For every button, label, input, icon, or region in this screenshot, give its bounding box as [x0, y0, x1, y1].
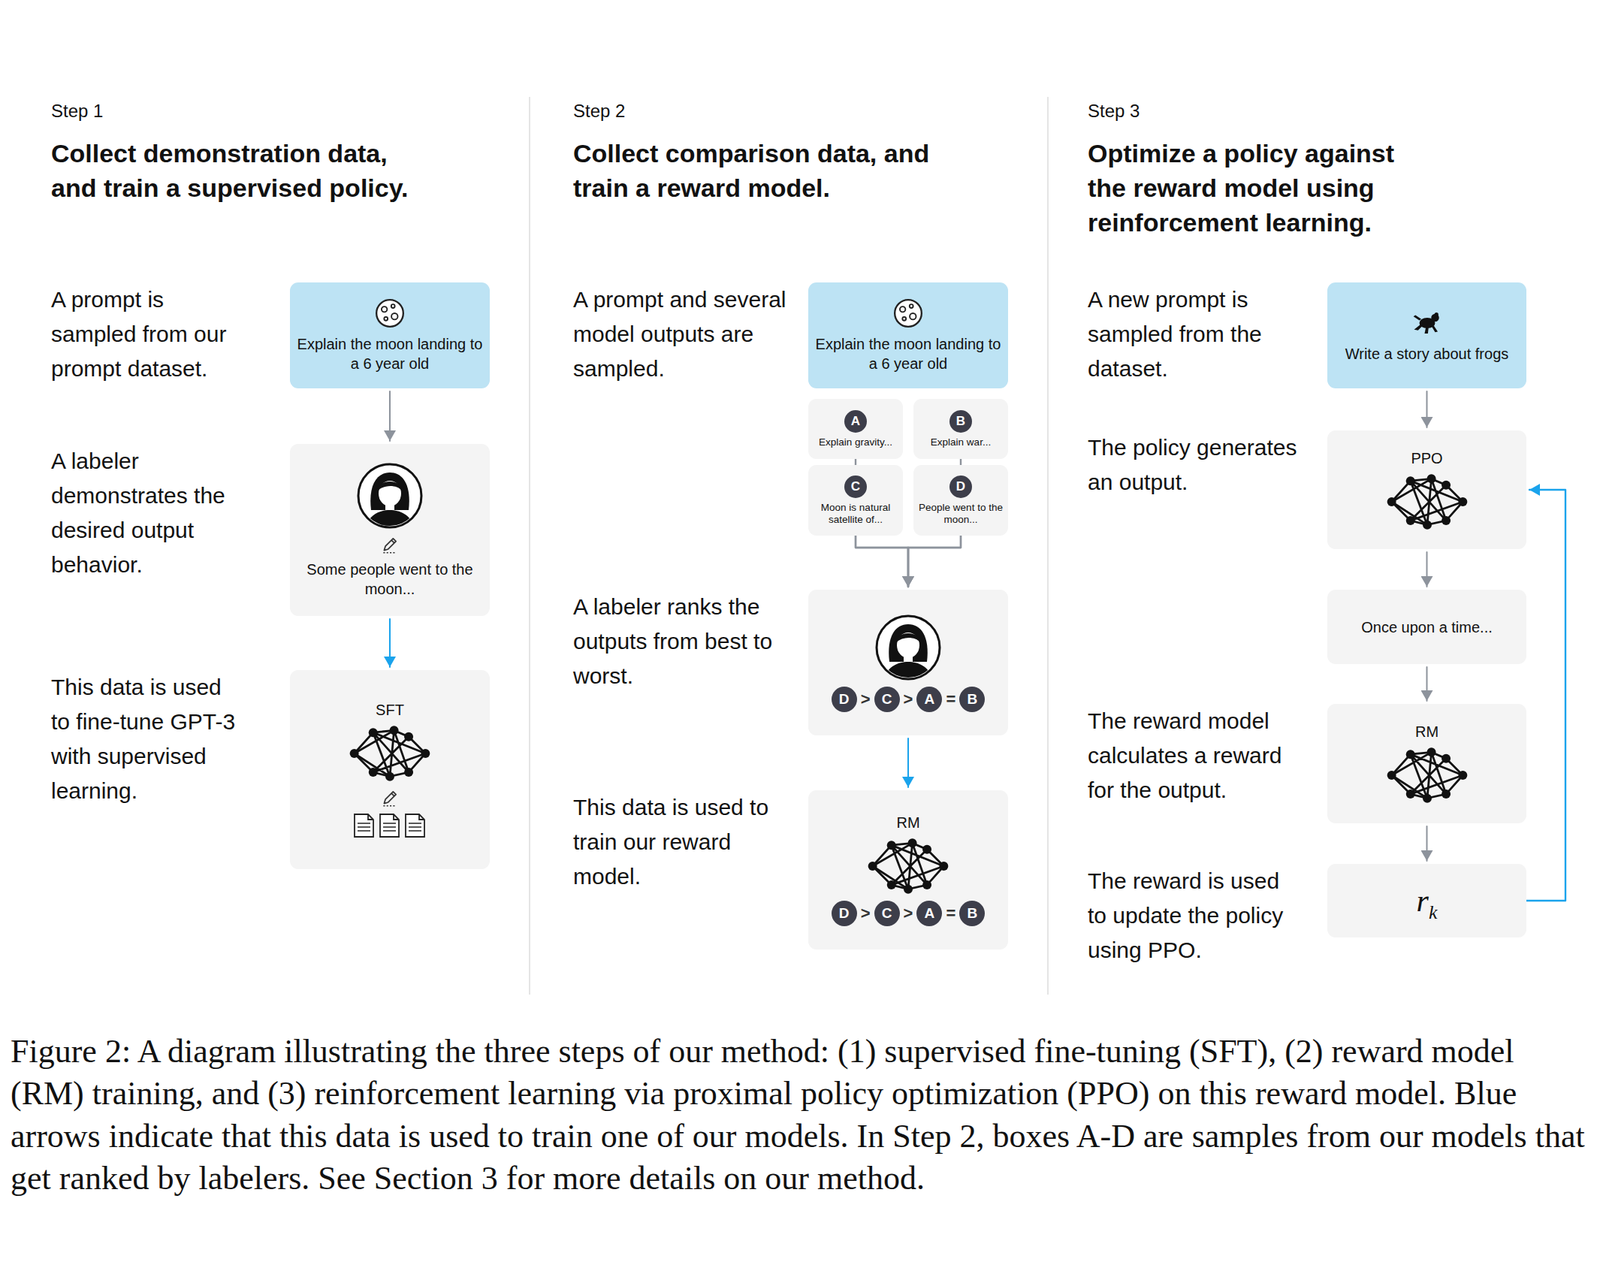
model-box: RM [1327, 703, 1527, 824]
flow-arrow [1426, 826, 1428, 861]
rank-operator: > [903, 903, 914, 924]
sample-badge: D [831, 900, 858, 927]
ranking-box: D>C>A=B [808, 589, 1009, 736]
prompt-text: Explain the moon landing to a 6 year old [814, 334, 1003, 374]
sample-badge: B [959, 900, 985, 927]
prompt-text: Write a story about frogs [1345, 344, 1510, 364]
reward-subscript: k [1428, 901, 1438, 924]
flow-arrow [1526, 489, 1566, 901]
bracket-connector [855, 535, 909, 587]
output-box: Once upon a time... [1327, 589, 1527, 665]
column-divider [1047, 96, 1049, 995]
labeler-avatar [874, 613, 942, 682]
model-name: RM [896, 813, 920, 832]
step-label: Step 3 [1087, 99, 1464, 123]
step-description: A labeler demonstrates the desired outpu… [51, 443, 247, 583]
sample-badge: A [844, 410, 867, 433]
labeler-box: Some people went to the moon... [289, 443, 490, 616]
flow-arrow [907, 738, 909, 788]
sample-badge: C [844, 475, 867, 499]
neural-net-icon [1385, 472, 1470, 532]
model-box: SFT [289, 670, 490, 870]
sample-text: Explain war... [930, 436, 991, 449]
step-description: A new prompt is sampled from the dataset… [1087, 282, 1299, 387]
step-description: The reward model calculates a reward for… [1087, 703, 1299, 808]
step-description: This data is used to train our reward mo… [573, 790, 791, 894]
flow-arrow [1426, 667, 1428, 701]
sample-badge: A [916, 686, 942, 713]
step-heading: Optimize a policy against the reward mod… [1087, 135, 1419, 240]
sample-badge: C [874, 900, 900, 927]
model-box: PPO [1327, 430, 1527, 550]
output-text: Once upon a time... [1361, 617, 1493, 637]
step-description: A prompt is sampled from our prompt data… [51, 282, 247, 387]
sample-badge: B [949, 410, 973, 433]
labeler-avatar [356, 461, 424, 530]
demonstration-text: Some people went to the moon... [295, 559, 484, 599]
sample-badge: C [874, 686, 900, 713]
pencil-icon [380, 534, 400, 555]
reward-symbol-r: r [1416, 882, 1429, 919]
step-heading: Collect demonstration data, and train a … [51, 135, 427, 206]
neural-net-icon [347, 724, 432, 783]
sample-box: B Explain war... [913, 398, 1009, 459]
flow-arrow [1426, 391, 1428, 428]
rank-operator: > [860, 689, 871, 710]
reward-symbol: rk [1416, 882, 1438, 919]
flow-arrow [389, 391, 391, 441]
reward-box: rk [1327, 863, 1527, 938]
sample-badge: D [949, 475, 973, 499]
step-description: A prompt and several model outputs are s… [573, 282, 791, 387]
sample-box: DPeople went to the moon... [913, 464, 1009, 536]
sample-badge: D [831, 686, 858, 713]
ranking-row: D>C>A=B [831, 900, 986, 927]
column-divider [528, 96, 531, 995]
figure-caption: Figure 2: A diagram illustrating the thr… [10, 1030, 1588, 1200]
sample-box: A Explain gravity... [808, 398, 903, 459]
model-name: SFT [375, 700, 405, 719]
pencil-icon [380, 787, 400, 808]
step-label: Step 2 [573, 99, 949, 123]
step-label: Step 1 [51, 99, 427, 123]
prompt-box: Explain the moon landing to a 6 year old [289, 282, 490, 389]
prompt-text: Explain the moon landing to a 6 year old [295, 334, 484, 374]
neural-net-icon [866, 836, 951, 896]
bracket-connector [908, 535, 961, 587]
rank-operator: = [945, 689, 956, 710]
prompt-box: Write a story about frogs [1327, 282, 1527, 389]
model-name: RM [1415, 722, 1439, 741]
sample-text: Moon is natural satellite of... [812, 501, 899, 526]
step-description: The reward is used to update the policy … [1087, 863, 1299, 968]
sample-box: CMoon is natural satellite of... [808, 464, 903, 536]
sample-badge: A [916, 900, 942, 927]
sample-text: Explain gravity... [818, 436, 893, 449]
ranking-row: D>C>A=B [831, 686, 986, 713]
flow-arrow [1426, 552, 1428, 587]
prompt-icon [1411, 307, 1444, 339]
sample-badge: B [959, 686, 985, 713]
rank-operator: = [945, 903, 956, 924]
prompt-icon [892, 297, 924, 330]
flow-arrow [389, 618, 391, 668]
prompt-icon [374, 297, 406, 330]
step-description: A labeler ranks the outputs from best to… [573, 589, 791, 694]
rank-operator: > [860, 903, 871, 924]
step-description: This data is used to fine-tune GPT-3 wit… [51, 670, 247, 809]
rank-operator: > [903, 689, 914, 710]
step-heading: Collect comparison data, and train a rew… [573, 135, 949, 206]
model-box: RMD>C>A=B [808, 790, 1009, 950]
model-name: PPO [1410, 449, 1443, 468]
neural-net-icon [1385, 745, 1470, 805]
prompt-box: Explain the moon landing to a 6 year old [808, 282, 1009, 389]
sample-text: People went to the moon... [917, 501, 1004, 526]
step-description: The policy generates an output. [1087, 430, 1299, 500]
documents-icon [352, 812, 428, 839]
